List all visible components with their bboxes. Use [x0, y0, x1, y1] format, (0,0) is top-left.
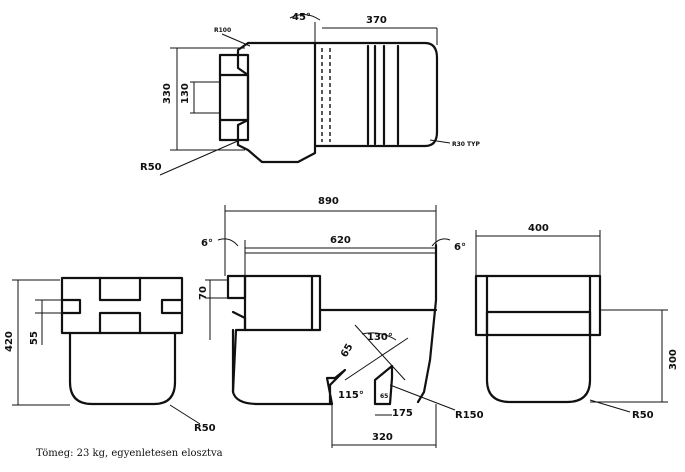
front-view-top-block — [243, 274, 322, 332]
left-view-notch-mid-right — [160, 298, 184, 315]
top-view-handle — [218, 53, 250, 142]
top-view-width-330-label: 330 — [162, 83, 173, 104]
front-view-body-right — [416, 243, 438, 404]
right-view-top — [474, 274, 602, 337]
left-view-notch-mid — [60, 298, 82, 315]
front-view-size-65-small-label: 65 — [380, 393, 388, 400]
top-view-angle-45-label: 45° — [292, 12, 311, 23]
right-view-width-400-label: 400 — [528, 223, 549, 234]
left-view-radius-50-label: R50 — [194, 423, 216, 434]
front-view-angle-115-label: 115° — [338, 390, 364, 401]
top-view: 45° 370 R100 330 130 R50 R30 TYP — [140, 12, 480, 176]
weight-caption: Tömeg: 23 kg, egyenletesen elosztva — [36, 448, 223, 459]
front-view: 890 620 6° 6° 70 130° 65 115° 65 175 320… — [198, 196, 484, 448]
top-view-radius-100-label: R100 — [214, 27, 231, 34]
front-view-angle-130-label: 130° — [367, 332, 393, 343]
front-view-size-175-label: 175 — [392, 408, 413, 419]
top-view-radius-50-label: R50 — [140, 162, 162, 173]
front-view-size-65-label: 65 — [339, 342, 356, 360]
top-view-radius-30-typ-label: R30 TYP — [452, 141, 480, 148]
left-view-body — [68, 331, 177, 406]
top-view-inner-130-label: 130 — [180, 83, 191, 104]
right-view-radius-50-label: R50 — [632, 410, 654, 421]
front-view-inner-620-label: 620 — [330, 235, 351, 246]
front-view-angle-right-6-label: 6° — [454, 242, 466, 253]
left-view-notch-top — [98, 276, 142, 302]
left-view-inner-step — [98, 311, 142, 335]
top-view-left-outline — [236, 41, 317, 164]
front-view-radius-150-label: R150 — [455, 410, 484, 421]
right-view: 400 300 R50 — [474, 223, 679, 421]
left-view-height-420-label: 420 — [4, 331, 15, 352]
front-view-step-70-label: 70 — [198, 286, 209, 300]
front-view-body — [231, 310, 334, 406]
top-view-right-outline — [313, 41, 439, 148]
left-view-top-block — [60, 276, 184, 335]
front-view-top-step — [226, 274, 247, 300]
right-view-body — [485, 310, 592, 404]
top-view-length-370-label: 370 — [366, 15, 387, 26]
left-view-step-55-label: 55 — [29, 331, 40, 345]
front-view-overall-890-label: 890 — [318, 196, 339, 207]
front-view-size-320-label: 320 — [372, 432, 393, 443]
right-view-height-300-label: 300 — [668, 349, 679, 370]
front-view-angle-left-6-label: 6° — [201, 238, 213, 249]
left-view: 420 55 R50 — [4, 276, 216, 434]
front-view-section-right — [373, 364, 394, 406]
